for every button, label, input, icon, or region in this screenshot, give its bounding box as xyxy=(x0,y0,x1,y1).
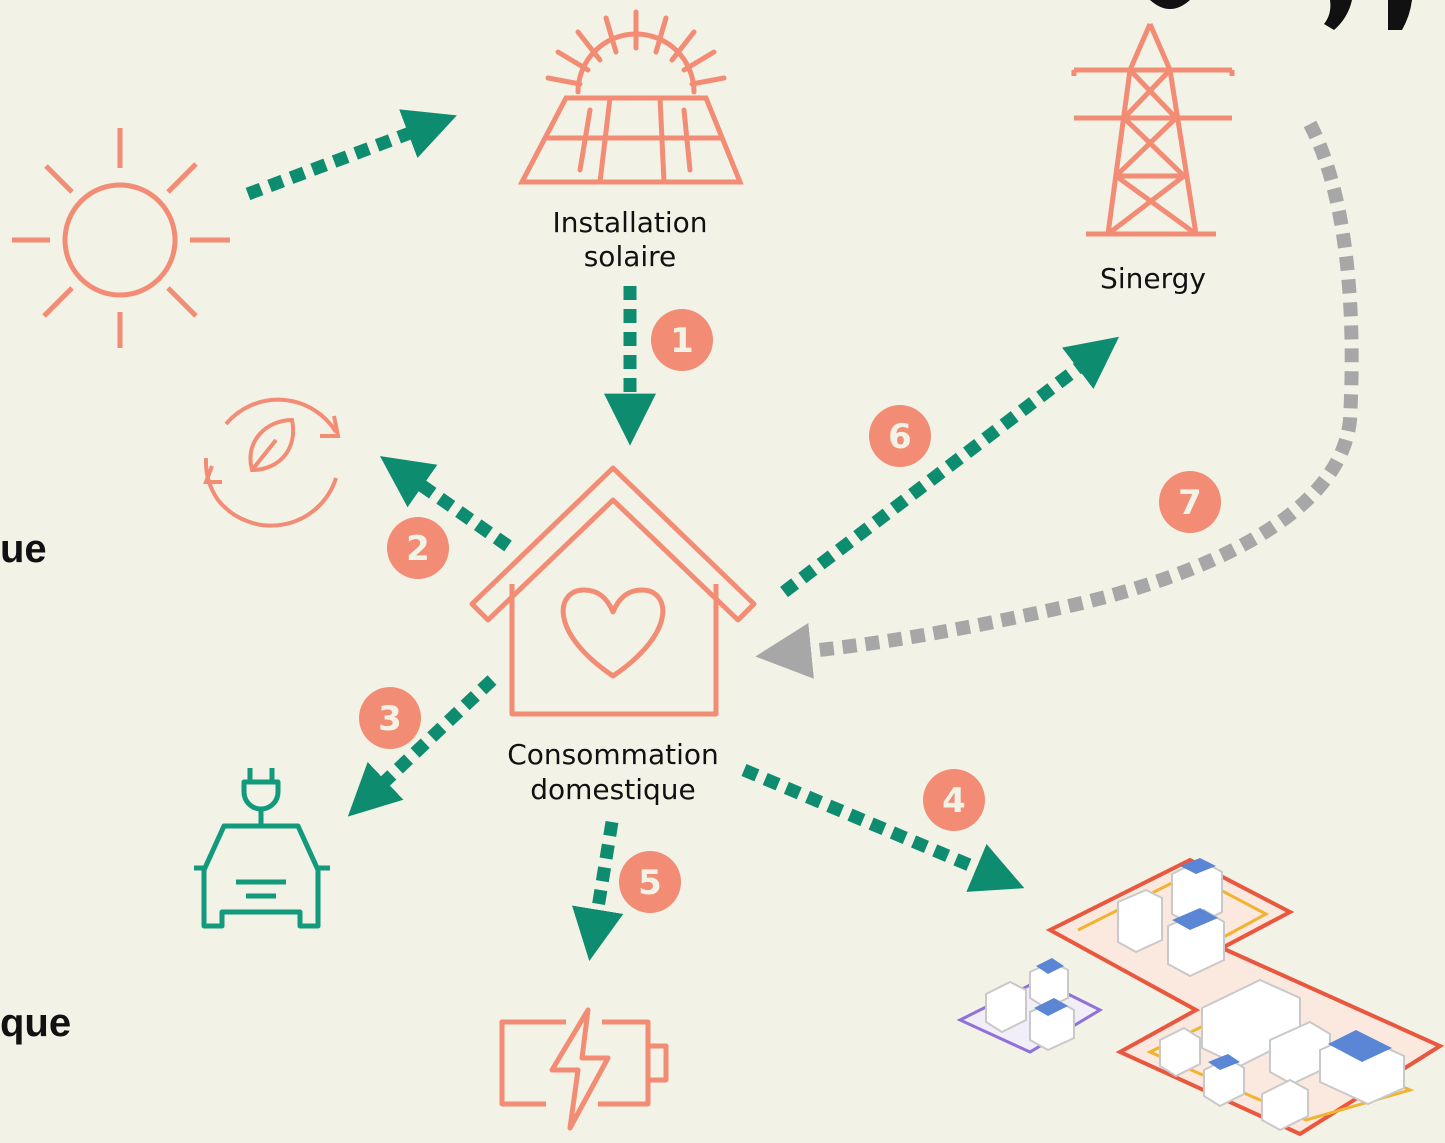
badge-1: 1 xyxy=(651,309,713,371)
svg-text:6: 6 xyxy=(888,417,912,457)
flow-arrows xyxy=(245,109,1359,962)
sun-icon xyxy=(12,128,230,348)
leaf-cycle-icon xyxy=(203,397,341,528)
svg-text:2: 2 xyxy=(406,529,430,569)
home-label-line1: Consommation xyxy=(507,738,719,771)
arrow-4-home-to-community xyxy=(741,764,1025,892)
arrow-3-home-to-car xyxy=(347,675,497,817)
arrow-7-grid-to-home xyxy=(755,120,1359,679)
svg-text:7: 7 xyxy=(1178,483,1202,523)
house-heart-icon xyxy=(469,465,757,717)
clipped-title-fragment xyxy=(1150,0,1412,30)
svg-text:5: 5 xyxy=(638,863,662,903)
arrow-6-home-to-grid xyxy=(780,336,1120,598)
grid-label: Sinergy xyxy=(1100,262,1206,295)
solar-community-icon xyxy=(956,857,1445,1137)
arrow-sun-to-panel xyxy=(245,109,457,201)
svg-text:1: 1 xyxy=(670,321,694,361)
svg-text:4: 4 xyxy=(942,781,966,821)
badge-2: 2 xyxy=(387,517,449,579)
arrow-5-home-to-battery xyxy=(572,820,624,962)
solar-panel-icon xyxy=(517,9,744,185)
badge-5: 5 xyxy=(619,851,681,913)
solar-installation-label-line1: Installation xyxy=(552,206,707,239)
left-text-fragment-1: ue xyxy=(0,527,47,571)
arrow-2-home-to-recycle xyxy=(379,456,512,552)
battery-charge-icon xyxy=(499,1007,669,1131)
electric-car-icon xyxy=(194,768,330,929)
left-text-fragment-2: que xyxy=(0,1001,71,1045)
badge-4: 4 xyxy=(923,769,985,831)
home-label-line2: domestique xyxy=(530,773,696,806)
power-pylon-icon xyxy=(1071,23,1235,237)
badge-6: 6 xyxy=(869,405,931,467)
svg-text:3: 3 xyxy=(378,699,402,739)
badge-3: 3 xyxy=(359,687,421,749)
badge-7: 7 xyxy=(1159,471,1221,533)
solar-installation-label-line2: solaire xyxy=(584,240,677,273)
